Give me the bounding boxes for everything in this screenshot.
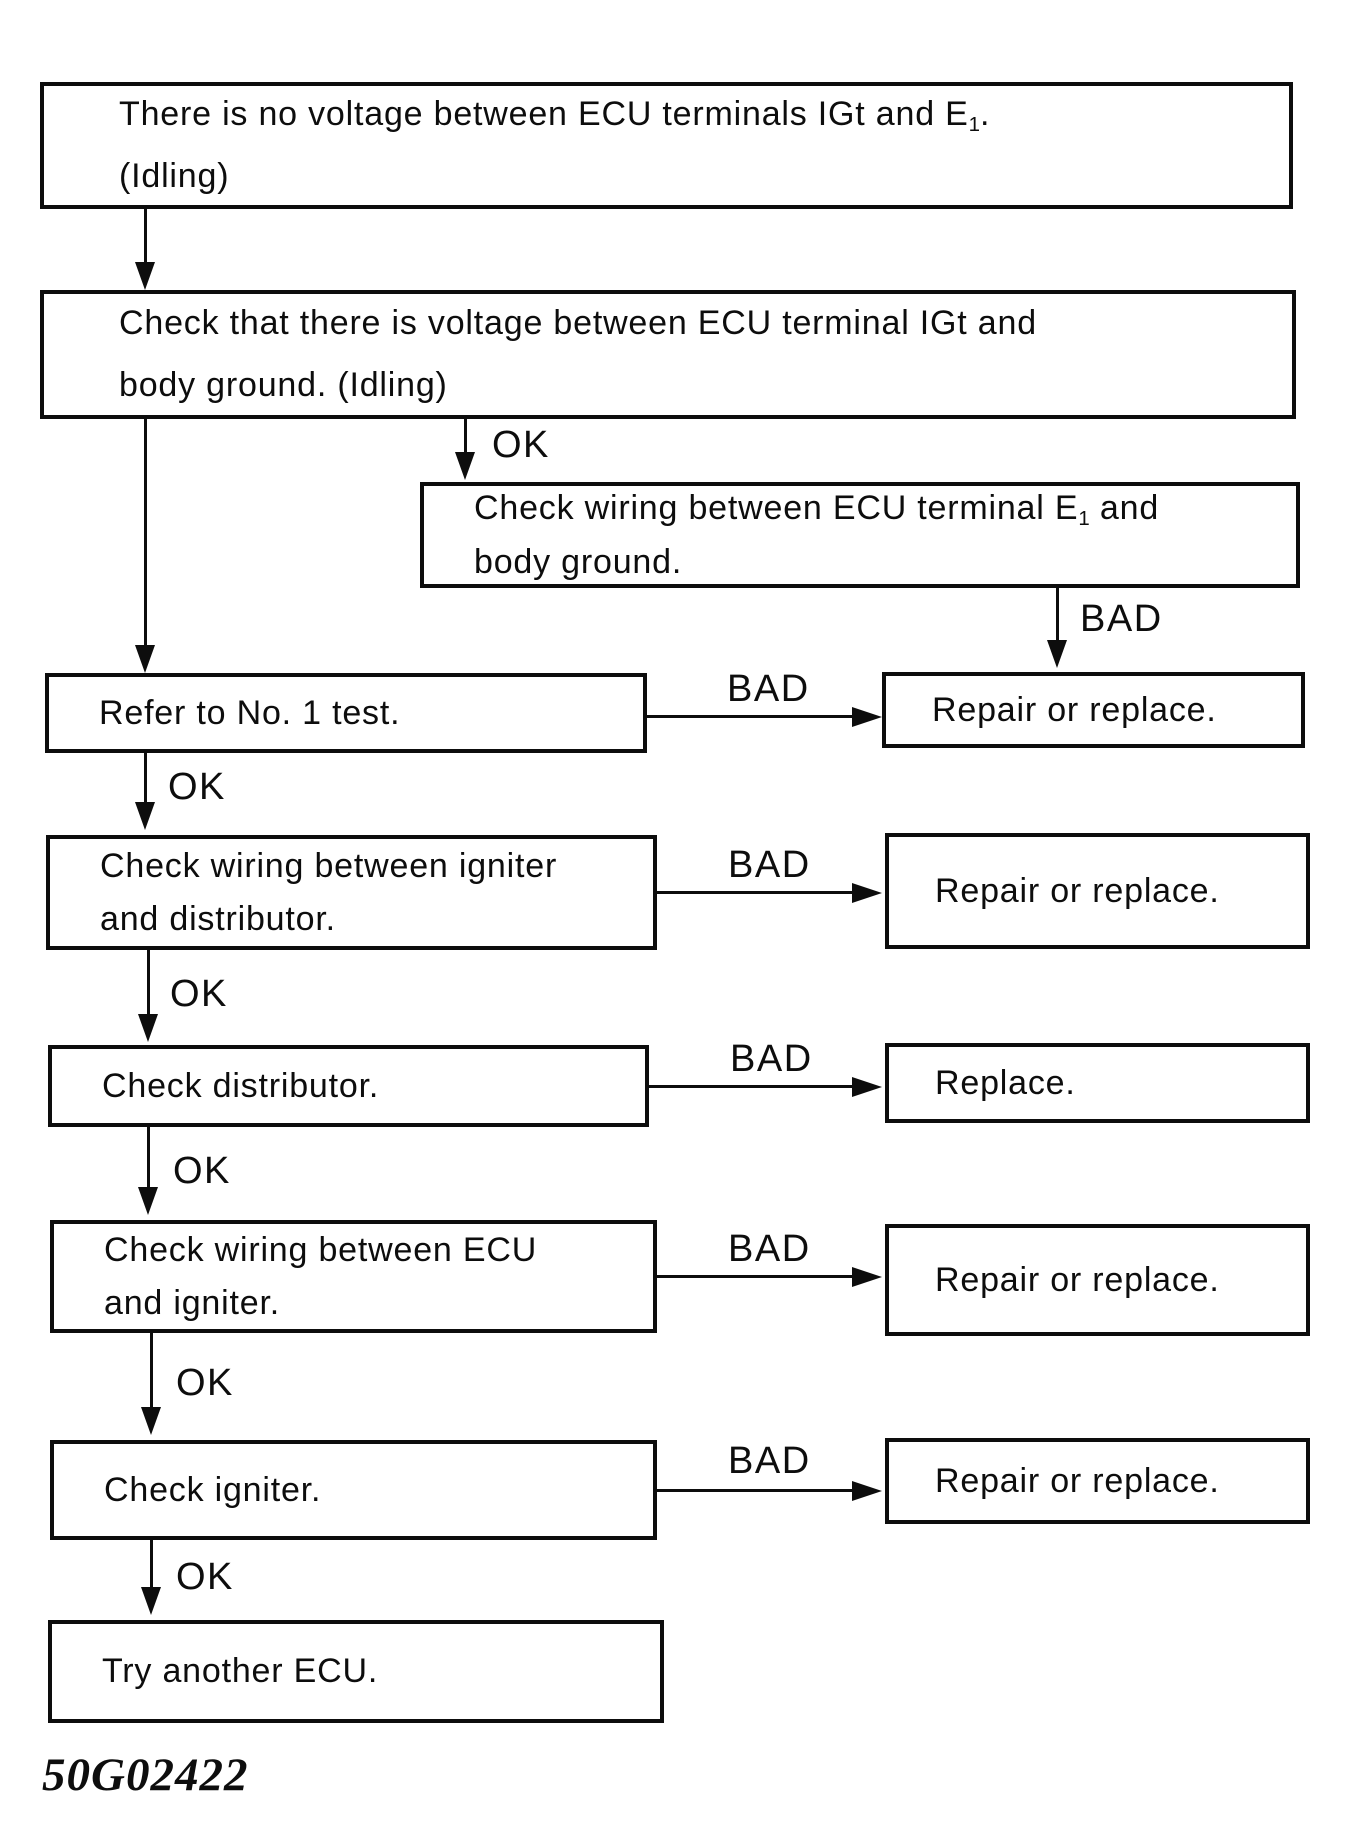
- arrow-ok-to-check-wiring-e1-line: [464, 419, 467, 454]
- node-check-wiring-ecu-igniter: Check wiring between ECU and igniter.: [50, 1220, 657, 1333]
- arrow-ok-to-check-distributor-line: [147, 950, 150, 1016]
- edge-label-ok-2: OK: [168, 766, 226, 808]
- arrow-to-refer-no1-head: [135, 645, 155, 673]
- node-repair-or-replace-2-label: Repair or replace.: [935, 871, 1220, 910]
- arrow-bad-igniter-to-repair4-line: [657, 1489, 859, 1492]
- node-check-voltage-igt: Check that there is voltage between ECU …: [40, 290, 1296, 419]
- edge-label-ok-5: OK: [176, 1362, 234, 1404]
- arrow-start-to-check-voltage-head: [135, 262, 155, 290]
- arrow-bad-igniter-to-repair4-head: [852, 1481, 882, 1501]
- node-try-another-ecu-label: Try another ECU.: [102, 1652, 379, 1691]
- arrow-ok-refer-to-wiring-igniter-head: [135, 802, 155, 830]
- arrow-ok-refer-to-wiring-igniter-line: [144, 753, 147, 804]
- node-check-igniter-label: Check igniter.: [104, 1470, 322, 1509]
- node-start-line1: There is no voltage between ECU terminal…: [119, 95, 991, 137]
- node-check-wiring-ecu-igniter-line1: Check wiring between ECU: [104, 1230, 538, 1269]
- arrow-start-to-check-voltage-line: [144, 209, 147, 264]
- node-start-line2: (Idling): [119, 156, 230, 195]
- arrow-ok-to-check-igniter-head: [141, 1407, 161, 1435]
- node-repair-or-replace-2: Repair or replace.: [885, 833, 1310, 949]
- edge-label-bad-2: BAD: [727, 668, 810, 710]
- node-repair-or-replace-3-label: Repair or replace.: [935, 1260, 1220, 1299]
- node-check-wiring-e1-line1: Check wiring between ECU terminal E1 and: [474, 488, 1160, 530]
- node-check-voltage-igt-line1: Check that there is voltage between ECU …: [119, 304, 1037, 343]
- edge-label-ok-6: OK: [176, 1556, 234, 1598]
- arrow-ok-to-wiring-ecu-igniter-line: [147, 1127, 150, 1189]
- node-repair-or-replace-4: Repair or replace.: [885, 1438, 1310, 1524]
- node-check-wiring-igniter-distributor-line2: and distributor.: [100, 899, 336, 938]
- node-try-another-ecu: Try another ECU.: [48, 1620, 664, 1723]
- edge-label-bad-6: BAD: [728, 1440, 811, 1482]
- arrow-ok-to-check-igniter-line: [150, 1333, 153, 1409]
- edge-label-bad-1: BAD: [1080, 598, 1163, 640]
- node-repair-or-replace-1-label: Repair or replace.: [932, 690, 1217, 729]
- edge-label-ok-1: OK: [492, 424, 550, 466]
- node-replace-label: Replace.: [935, 1063, 1076, 1102]
- arrow-bad-wiring-igniter-to-repair2-head: [852, 883, 882, 903]
- node-repair-or-replace-1: Repair or replace.: [882, 672, 1305, 748]
- node-check-wiring-e1-line2: body ground.: [474, 542, 683, 581]
- node-check-distributor: Check distributor.: [48, 1045, 649, 1127]
- node-refer-no1-test: Refer to No. 1 test.: [45, 673, 647, 753]
- node-repair-or-replace-3: Repair or replace.: [885, 1224, 1310, 1336]
- edge-label-bad-4: BAD: [730, 1038, 813, 1080]
- edge-label-ok-4: OK: [173, 1150, 231, 1192]
- node-check-wiring-igniter-distributor: Check wiring between igniter and distrib…: [46, 835, 657, 950]
- arrow-ok-to-wiring-ecu-igniter-head: [138, 1187, 158, 1215]
- figure-code: 50G02422: [42, 1749, 249, 1801]
- node-check-distributor-label: Check distributor.: [102, 1066, 380, 1105]
- arrow-ok-to-try-another-ecu-head: [141, 1587, 161, 1615]
- edge-label-bad-5: BAD: [728, 1228, 811, 1270]
- node-refer-no1-test-label: Refer to No. 1 test.: [99, 693, 401, 732]
- node-check-wiring-igniter-distributor-line1: Check wiring between igniter: [100, 846, 558, 885]
- arrow-bad-refer-to-repair1-head: [852, 707, 882, 727]
- arrow-bad-wiring-igniter-to-repair2-line: [657, 891, 859, 894]
- arrow-ok-to-try-another-ecu-line: [150, 1540, 153, 1589]
- arrow-ok-to-check-wiring-e1-head: [455, 452, 475, 480]
- arrow-bad-refer-to-repair1-line: [647, 715, 859, 718]
- node-check-wiring-e1: Check wiring between ECU terminal E1 and…: [420, 482, 1300, 588]
- arrow-bad-wiring-e1-head: [1047, 640, 1067, 668]
- arrow-bad-wiring-e1-line: [1056, 588, 1059, 642]
- node-replace: Replace.: [885, 1043, 1310, 1123]
- node-repair-or-replace-4-label: Repair or replace.: [935, 1461, 1220, 1500]
- arrow-bad-distributor-to-replace-head: [852, 1077, 882, 1097]
- node-start: There is no voltage between ECU terminal…: [40, 82, 1293, 209]
- arrow-bad-wiring-ecu-to-repair3-line: [657, 1275, 859, 1278]
- arrow-bad-wiring-ecu-to-repair3-head: [852, 1267, 882, 1287]
- node-check-igniter: Check igniter.: [50, 1440, 657, 1540]
- edge-label-ok-3: OK: [170, 973, 228, 1015]
- arrow-ok-to-check-distributor-head: [138, 1014, 158, 1042]
- node-check-voltage-igt-line2: body ground. (Idling): [119, 365, 448, 404]
- node-check-wiring-ecu-igniter-line2: and igniter.: [104, 1283, 280, 1322]
- arrow-bad-distributor-to-replace-line: [649, 1085, 859, 1088]
- edge-label-bad-3: BAD: [728, 844, 811, 886]
- arrow-to-refer-no1-line: [144, 419, 147, 647]
